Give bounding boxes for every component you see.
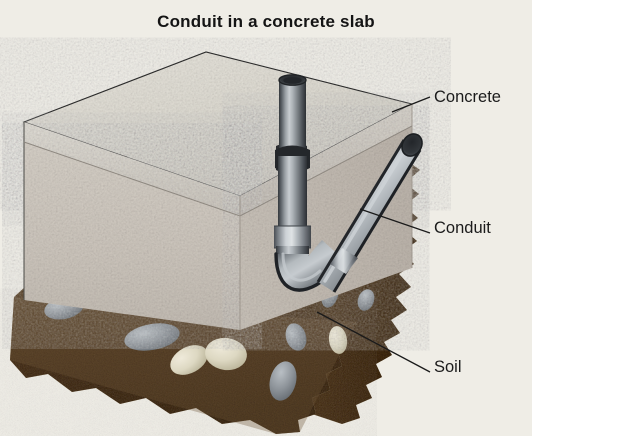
- stone: [269, 361, 297, 401]
- conduit-pipe: [274, 74, 423, 293]
- label-soil: Soil: [434, 358, 462, 376]
- callout-leaders: [316, 96, 431, 373]
- label-concrete: Concrete: [434, 88, 501, 106]
- conduit-end-cap: [401, 133, 423, 157]
- stone: [328, 326, 348, 354]
- leader-line-soil: [316, 311, 431, 373]
- figure-title: Conduit in a concrete slab: [157, 12, 375, 31]
- leader-line-concrete: [391, 96, 431, 113]
- leader-line-conduit: [359, 208, 431, 234]
- conduit-slab-diagram: [10, 51, 431, 434]
- slab-face-left: [24, 142, 240, 330]
- conduit-diagonal-lower-edge: [316, 139, 406, 283]
- conduit-coupling: [274, 226, 311, 248]
- stone: [357, 289, 375, 311]
- conduit-elbow-highlight: [281, 252, 322, 282]
- stone: [205, 337, 247, 371]
- stone: [285, 323, 307, 351]
- concrete-slab: [22, 51, 414, 330]
- stone: [170, 345, 208, 375]
- conduit-vertical-upper: [279, 80, 306, 158]
- conduit-diagonal-coupling: [330, 248, 358, 274]
- label-conduit: Conduit: [434, 219, 491, 237]
- conduit-vertical-lower: [278, 156, 307, 232]
- stone: [124, 323, 180, 351]
- slab-top-surface: [24, 52, 412, 196]
- conduit-bore: [283, 77, 302, 84]
- conduit-rim: [278, 74, 307, 86]
- conduit-end-cap-rim: [401, 133, 423, 157]
- slab-edge-front-left: [24, 122, 240, 216]
